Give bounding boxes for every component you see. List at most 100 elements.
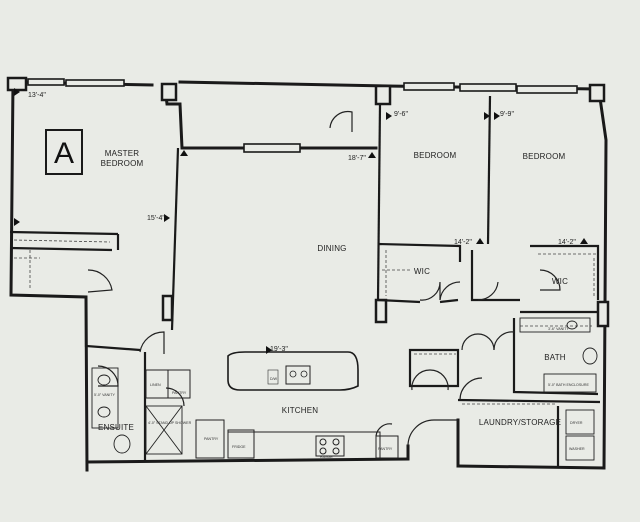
door-entry bbox=[407, 419, 458, 447]
dishwasher bbox=[267, 369, 279, 385]
arrow-master-width bbox=[14, 88, 20, 96]
wall-bottom-left bbox=[85, 457, 410, 464]
counter-back bbox=[228, 431, 381, 458]
burner-3 bbox=[319, 447, 327, 455]
ensuite-fixtures bbox=[91, 367, 183, 455]
dim-bedroom1-depth: 14'-2" bbox=[454, 239, 472, 246]
shelf-master-closet bbox=[13, 239, 111, 243]
shower-cross bbox=[145, 405, 183, 455]
wall-bottom-notch bbox=[406, 418, 460, 468]
wall-bedroom-partition bbox=[486, 95, 492, 245]
door-laundry bbox=[459, 377, 483, 401]
label-bath-enclosure: 5'-0" BATH ENCLOSURE bbox=[548, 383, 589, 387]
wall-laundry bbox=[457, 398, 601, 468]
label-stand-shower: 4'-0" STAND UP SHOWER bbox=[148, 421, 192, 425]
shelf-master-closet-2 bbox=[14, 250, 40, 290]
window-dining bbox=[243, 143, 301, 153]
ensuite-vanity bbox=[91, 367, 119, 429]
arrow-living bbox=[180, 150, 188, 156]
shelf-wic1 bbox=[382, 250, 410, 296]
label-dw: D/W bbox=[270, 377, 278, 381]
room-kitchen: KITCHEN bbox=[282, 406, 319, 415]
sink-drain-2 bbox=[300, 370, 308, 378]
door-balcony bbox=[329, 110, 353, 132]
bath-fixtures bbox=[519, 317, 598, 461]
shelf-lines bbox=[13, 239, 596, 405]
dim-master-width: 13'-4" bbox=[28, 92, 46, 99]
bath-tub bbox=[543, 373, 597, 393]
kitchen-island bbox=[227, 351, 359, 391]
door-bedroom1 bbox=[439, 281, 461, 301]
label-linen: LINEN bbox=[150, 383, 161, 387]
label-ensuite-vanity: 5'-0" VANITY bbox=[94, 393, 115, 397]
room-bedroom-2: BEDROOM bbox=[523, 152, 566, 161]
dim-bedroom2-depth: 14'-2" bbox=[558, 239, 576, 246]
door-wic2 bbox=[539, 269, 561, 291]
burner-4 bbox=[332, 447, 340, 455]
arrow-bedroom2 bbox=[494, 112, 500, 120]
arrow-master-depth-2 bbox=[164, 214, 170, 222]
door-hall-closet bbox=[411, 369, 449, 391]
wall-hall-closet bbox=[408, 348, 460, 388]
pantry-box-3 bbox=[375, 435, 399, 459]
door-master-closet bbox=[87, 269, 113, 293]
door-bedroom2 bbox=[477, 281, 499, 301]
window-bedroom-1 bbox=[403, 82, 455, 91]
label-dryer: DRYER bbox=[570, 421, 583, 425]
wall-wic2-top bbox=[530, 244, 600, 300]
label-fridge: FRIDGE bbox=[232, 445, 246, 449]
room-bedroom-1: BEDROOM bbox=[414, 151, 457, 160]
dim-bedroom2-width: 9'-9" bbox=[500, 111, 514, 118]
pantry-box-2 bbox=[167, 369, 191, 399]
label-pantry-2: PANTRY bbox=[204, 437, 219, 441]
wall-master-closet bbox=[9, 230, 119, 252]
burner-2 bbox=[332, 438, 340, 446]
wall-master-dining bbox=[170, 147, 180, 331]
wall-wic1-bottom bbox=[377, 298, 459, 304]
bath-vanity bbox=[519, 317, 591, 333]
label-washer: WASHER bbox=[569, 447, 585, 451]
pantry-box bbox=[195, 419, 225, 459]
range bbox=[315, 435, 345, 457]
column-7 bbox=[374, 298, 388, 324]
plan-letter: A bbox=[54, 137, 74, 170]
wall-bath bbox=[512, 310, 599, 396]
column-5 bbox=[596, 300, 610, 328]
arrow-bedroom1-depth bbox=[476, 238, 484, 244]
ensuite-sink-2 bbox=[97, 406, 111, 418]
ensuite-sink-1 bbox=[97, 374, 111, 386]
room-master-line1: MASTER bbox=[105, 149, 140, 158]
column-3 bbox=[374, 84, 392, 106]
bath-toilet bbox=[582, 347, 598, 365]
dim-bedroom1-width: 9'-6" bbox=[394, 111, 408, 118]
arrow-living-2 bbox=[368, 152, 376, 158]
arrow-bedroom2-depth bbox=[580, 238, 588, 244]
label-pantry-1: PANTRY bbox=[172, 391, 187, 395]
room-wic-1: WIC bbox=[414, 267, 430, 276]
shelf-wic2 bbox=[538, 253, 596, 296]
door-pantry-2 bbox=[375, 423, 393, 437]
arrow-bedroom1 bbox=[386, 112, 392, 120]
wall-right bbox=[598, 96, 608, 470]
washer-box bbox=[565, 435, 595, 461]
wall-wic2-left bbox=[470, 250, 520, 302]
arrow-master-depth bbox=[14, 218, 20, 226]
wall-bottom-right bbox=[456, 464, 606, 470]
room-wic-2: WIC bbox=[552, 277, 568, 286]
dim-kitchen-island: 19'-3" bbox=[270, 346, 288, 353]
label-bath-vanity: 3'-6" VANITY bbox=[548, 327, 569, 331]
label-range: RANGE bbox=[320, 455, 333, 459]
room-laundry-storage: LAUNDRY/STORAGE bbox=[479, 418, 561, 427]
room-bath: BATH bbox=[544, 353, 566, 362]
wall-bedroom1-left bbox=[376, 103, 382, 301]
window-bedroom-2b bbox=[516, 85, 578, 94]
column-1 bbox=[6, 76, 28, 92]
dryer-box bbox=[565, 409, 595, 435]
arrow-island bbox=[266, 346, 272, 354]
column-2 bbox=[160, 82, 178, 102]
columns bbox=[6, 76, 610, 328]
column-4 bbox=[588, 83, 606, 103]
door-bath bbox=[493, 331, 515, 351]
